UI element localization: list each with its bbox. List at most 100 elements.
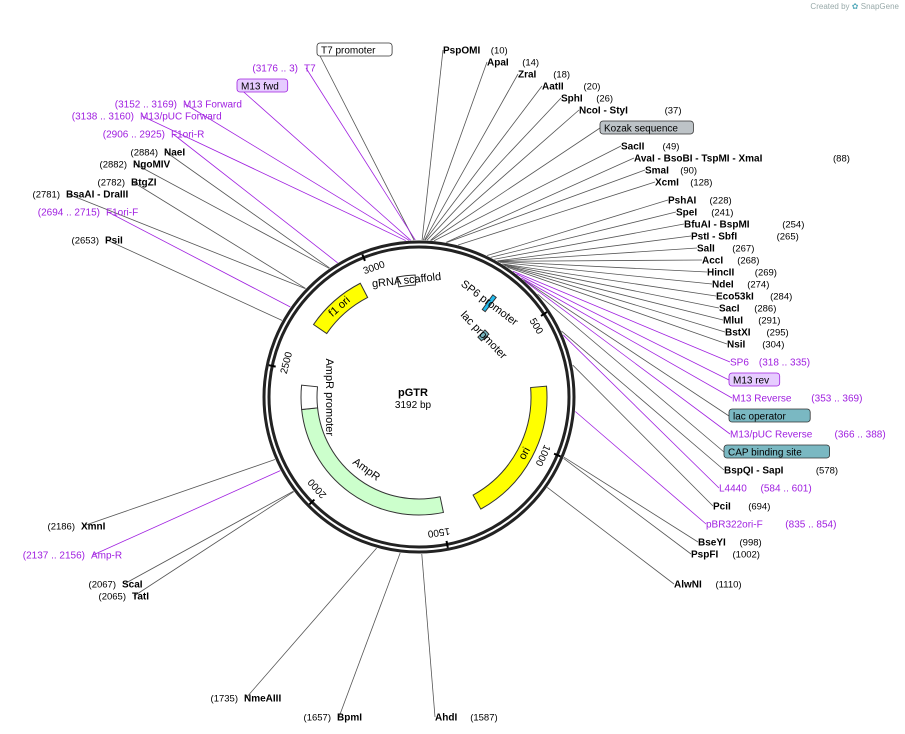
leader-line (563, 456, 699, 543)
leader-line (236, 85, 411, 241)
feature-sp6-promoter (481, 294, 497, 313)
label-position: (284) (770, 292, 792, 303)
label-spei: SpeI (676, 208, 697, 219)
label-position: (90) (680, 166, 697, 177)
tick-label: 500 (527, 317, 545, 337)
label-position: (20) (584, 82, 601, 93)
label-position: (268) (737, 256, 759, 267)
label-position: (2906 .. 2925) (103, 130, 165, 141)
leader-line (338, 552, 401, 718)
label-position: (49) (663, 142, 680, 153)
feature-label: ori (517, 445, 533, 461)
label-pshai: PshAI (668, 196, 697, 207)
label-m13-puc-forward: M13/pUC Forward (140, 112, 222, 123)
label-box (728, 372, 781, 387)
label-pspomi: PspOMI (443, 46, 480, 57)
label-psii: PsiI (105, 236, 123, 247)
label-position: (1657) (304, 713, 331, 724)
leader-line (67, 193, 306, 290)
label-ngomiv: NgoMIV (133, 160, 171, 171)
label-position: (694) (748, 502, 770, 513)
label-bspqi-sapi: BspQI - SapI (724, 466, 784, 477)
label-position: (26) (596, 94, 613, 105)
label-sphi: SphI (561, 94, 583, 105)
label-bfuai-bspmi: BfuAI - BspMI (684, 220, 750, 231)
feature-label: AmpR promoter (323, 358, 335, 436)
label-acci: AccI (702, 256, 723, 267)
label-eco53ki: Eco53kI (716, 292, 754, 303)
tick-mark (540, 311, 548, 317)
label-sali: SalI (697, 244, 715, 255)
plasmid-backbone (262, 240, 576, 554)
tick-mark (445, 540, 449, 548)
leader-line (503, 264, 724, 321)
label-position: (254) (782, 220, 804, 231)
label-nsii: NsiI (727, 340, 746, 351)
leader-line (562, 334, 720, 489)
leader-line (165, 151, 330, 269)
label-bseyi: BseYI (698, 538, 726, 549)
leader-line (498, 259, 703, 262)
label-position: (3138 .. 3160) (72, 112, 134, 123)
label-l4440: L4440 (719, 484, 747, 495)
label-position: (998) (740, 538, 762, 549)
backbone-inner-ring (267, 245, 571, 549)
leader-line (502, 263, 717, 297)
label-pcii: PciI (713, 502, 731, 513)
label-position: (10) (491, 46, 508, 57)
label-tati: TatI (132, 592, 149, 603)
label-position: (2781) (33, 190, 60, 201)
leader-line (458, 181, 656, 246)
backbone-outer-ring (262, 240, 576, 554)
leader-line (561, 330, 725, 471)
leader-line (521, 277, 733, 399)
label-position: (2882) (100, 160, 127, 171)
leader-line (507, 266, 728, 345)
leader-line (134, 163, 330, 269)
leader-line (430, 109, 580, 241)
label-f1ori-f: F1ori-F (106, 208, 138, 219)
label-position: (1110) (716, 580, 742, 591)
plasmid-size: 3192 bp (395, 400, 432, 411)
leader-line (422, 61, 488, 241)
leader-line (123, 490, 294, 585)
label-position: (2186) (48, 522, 75, 533)
label-position: (241) (711, 208, 733, 219)
leader-line (421, 553, 436, 718)
leader-line (512, 270, 731, 363)
label-position: (14) (522, 58, 539, 69)
leader-line (487, 199, 669, 256)
feature-lac-promoter (477, 329, 490, 342)
leader-line (106, 239, 283, 321)
label-lac-operator: lac operator (733, 412, 786, 423)
label-ncoi-styi: NcoI - StyI (579, 106, 628, 117)
leader-line (421, 49, 444, 241)
label-position: (353 .. 369) (811, 394, 862, 405)
leader-line (172, 133, 338, 264)
label-cap-binding-site: CAP binding site (728, 448, 802, 459)
leader-line (575, 411, 707, 525)
label-m13-forward: M13 Forward (183, 100, 242, 111)
label-position: (1587) (470, 713, 497, 724)
leader-line (572, 364, 714, 507)
leader-line (433, 145, 622, 242)
label-xcmi: XcmI (655, 178, 679, 189)
leader-line (133, 491, 295, 597)
leader-line (446, 169, 646, 243)
label-f1ori-r: F1ori-R (171, 130, 204, 141)
leader-line (82, 459, 276, 527)
label-position: (2884) (131, 148, 158, 159)
label-sacii: SacII (621, 142, 645, 153)
center-title: pGTR 3192 bp (395, 387, 432, 411)
label-position: (37) (665, 106, 682, 117)
leader-line (494, 223, 685, 260)
label-leader-lines (67, 49, 733, 718)
leader-line (92, 470, 281, 556)
leader-line (497, 247, 698, 262)
label-position: (128) (690, 178, 712, 189)
leader-line (505, 265, 726, 333)
label-m13-reverse: M13 Reverse (732, 394, 792, 405)
leader-line (305, 67, 416, 241)
label-bsaai-draiii: BsaAI - DraIII (66, 190, 128, 201)
leader-line (132, 181, 306, 289)
